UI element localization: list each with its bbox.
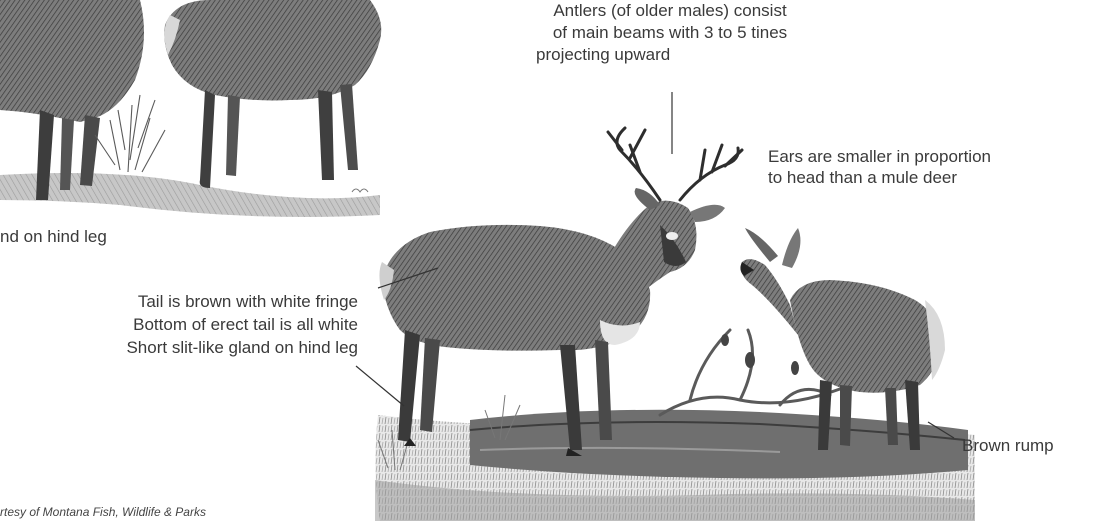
label-rump: Brown rump (962, 435, 1054, 456)
mule-deer-sketch (0, 0, 381, 217)
antlers-line-2: of main beams with 3 to 5 tines (520, 22, 820, 44)
label-tail: Tail is brown with white fringe Bottom o… (126, 290, 358, 359)
image-credit: rtesy of Montana Fish, Wildlife & Parks (0, 505, 206, 519)
label-hind-gland-partial: nd on hind leg (0, 226, 107, 247)
tail-line-1: Tail is brown with white fringe (126, 290, 358, 313)
tail-line-2: Bottom of erect tail is all white (126, 313, 358, 336)
antlers-line-3: projecting upward (520, 44, 820, 66)
ears-line-2: to head than a mule deer (768, 167, 991, 188)
label-ears: Ears are smaller in proportion to head t… (768, 146, 991, 188)
label-antlers: Antlers (of older males) consist of main… (520, 0, 820, 66)
ears-line-1: Ears are smaller in proportion (768, 146, 991, 167)
antlers-line-1: Antlers (of older males) consist (520, 0, 820, 22)
tail-line-3: Short slit-like gland on hind leg (126, 336, 358, 359)
